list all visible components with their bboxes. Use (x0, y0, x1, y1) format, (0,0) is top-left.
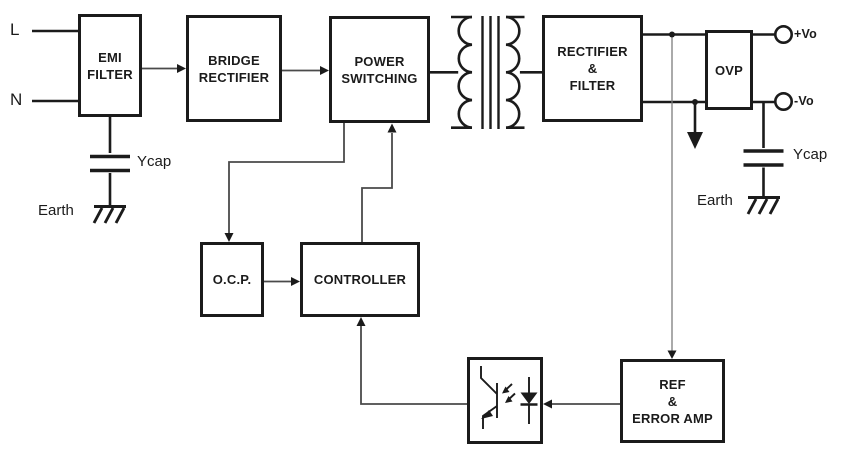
ycap-capacitor-icon-left (90, 117, 130, 205)
block-emi-filter-label-1: EMI (98, 49, 122, 65)
earth-ground-icon-left (92, 205, 126, 224)
bridge-to-power-arrow (282, 66, 329, 75)
ocp-to-controller-arrow (264, 277, 300, 286)
ref-to-opto-arrow (543, 399, 620, 409)
label-ycap-right: Ycap (793, 146, 828, 163)
block-power-switching-label-1: POWER (354, 53, 405, 69)
block-ref-error-amp: REF & ERROR AMP (620, 359, 725, 443)
block-ovp-label: OVP (714, 62, 744, 78)
block-ref-error-amp-label-2: & (667, 393, 678, 409)
block-power-switching-label-2: SWITCHING (341, 70, 418, 86)
label-neutral-n: N (10, 90, 23, 109)
block-emi-filter: EMI FILTER (78, 14, 142, 117)
controller-to-power-line (361, 123, 397, 242)
earth-ground-icon-right (746, 196, 780, 215)
block-ocp-label: O.C.P. (212, 272, 252, 287)
label-vo-plus: +Vo (794, 27, 817, 41)
vo-minus-terminal-icon (773, 92, 793, 112)
label-ycap-left: Ycap (137, 153, 172, 170)
ycap-capacitor-icon-right (743, 102, 784, 196)
label-line-l: L (10, 20, 20, 39)
block-rectifier-filter-label-3: FILTER (569, 78, 616, 93)
block-power-switching: POWER SWITCHING (329, 16, 430, 123)
block-controller-label: CONTROLLER (313, 272, 407, 287)
power-to-ocp-line (224, 123, 345, 242)
negative-rail-down-arrow (687, 102, 703, 149)
block-bridge-rectifier-label-2: RECTIFIER (198, 69, 270, 85)
label-earth-left: Earth (38, 202, 74, 219)
optocoupler-box (467, 357, 543, 444)
block-ref-error-amp-label-3: ERROR AMP (632, 410, 713, 426)
voltage-sense-feedback-line (667, 37, 677, 359)
block-ocp: O.C.P. (200, 242, 264, 317)
opto-to-controller-line (356, 317, 467, 405)
label-vo-minus: -Vo (794, 94, 814, 108)
block-ref-error-amp-label-1: REF (659, 376, 686, 392)
vo-plus-terminal-icon (773, 24, 793, 44)
block-rectifier-filter-label-2: & (587, 61, 598, 76)
block-bridge-rectifier: BRIDGE RECTIFIER (186, 15, 282, 122)
emi-to-bridge-arrow (142, 64, 186, 73)
block-rectifier-filter: RECTIFIER & FILTER (542, 15, 643, 122)
block-bridge-rectifier-label-1: BRIDGE (208, 52, 260, 68)
block-ovp: OVP (705, 30, 753, 110)
label-earth-right: Earth (697, 192, 733, 209)
block-rectifier-filter-label-1: RECTIFIER (557, 44, 628, 59)
block-controller: CONTROLLER (300, 242, 420, 317)
transformer-icon (430, 15, 542, 129)
block-emi-filter-label-2: FILTER (87, 66, 133, 82)
